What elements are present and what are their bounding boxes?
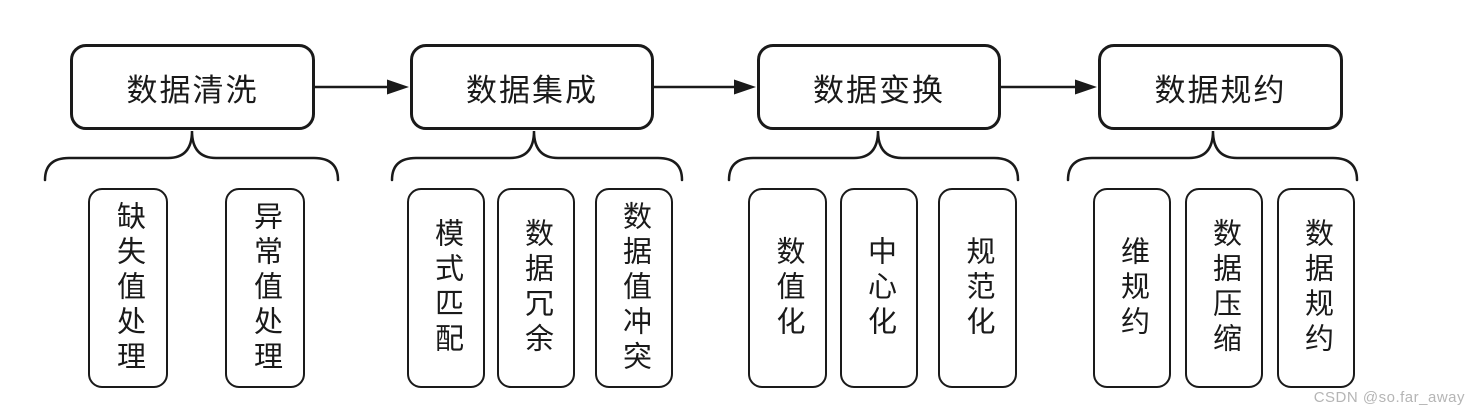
- stage-box-data-cleaning: 数据清洗: [70, 44, 315, 130]
- sub-label: 数据值冲突: [618, 200, 651, 376]
- sub-label: 维规约: [1116, 235, 1149, 341]
- sub-label: 模式匹配: [430, 218, 463, 358]
- sub-label: 中心化: [863, 235, 896, 341]
- brace-icon: [390, 130, 684, 182]
- stage-box-data-integration: 数据集成: [410, 44, 654, 130]
- flow-arrow-icon: [999, 79, 1097, 95]
- flow-arrow-icon: [313, 79, 409, 95]
- stage-label: 数据变换: [813, 72, 945, 108]
- sub-label: 数据冗余: [520, 218, 553, 358]
- sub-label: 缺失值处理: [112, 200, 145, 376]
- stage-box-data-reduction: 数据规约: [1098, 44, 1343, 130]
- sub-label: 数据压缩: [1208, 218, 1241, 358]
- sub-box-data-compression: 数据压缩: [1185, 188, 1263, 388]
- sub-box-dimension-reduction: 维规约: [1093, 188, 1171, 388]
- stage-label: 数据规约: [1154, 72, 1287, 108]
- brace-icon: [43, 130, 340, 182]
- sub-box-centering: 中心化: [840, 188, 918, 388]
- sub-label: 数据规约: [1300, 218, 1333, 358]
- sub-box-data-reduction-child: 数据规约: [1277, 188, 1355, 388]
- sub-box-data-redundancy: 数据冗余: [497, 188, 575, 388]
- sub-label: 规范化: [962, 235, 994, 341]
- sub-box-numericalization: 数值化: [748, 188, 827, 388]
- brace-icon: [1066, 130, 1359, 182]
- sub-label: 异常值处理: [249, 200, 282, 376]
- sub-label: 数值化: [772, 235, 804, 341]
- brace-icon: [727, 130, 1020, 182]
- sub-box-missing-value-handling: 缺失值处理: [88, 188, 168, 388]
- stage-label: 数据集成: [466, 72, 598, 108]
- sub-box-outlier-value-handling: 异常值处理: [225, 188, 305, 388]
- stage-label: 数据清洗: [126, 72, 259, 108]
- sub-box-data-value-conflict: 数据值冲突: [595, 188, 673, 388]
- flow-arrow-icon: [652, 79, 756, 95]
- sub-box-normalization: 规范化: [938, 188, 1017, 388]
- stage-box-data-transformation: 数据变换: [757, 44, 1001, 130]
- watermark: CSDN @so.far_away: [1313, 389, 1465, 406]
- sub-box-schema-matching: 模式匹配: [407, 188, 485, 388]
